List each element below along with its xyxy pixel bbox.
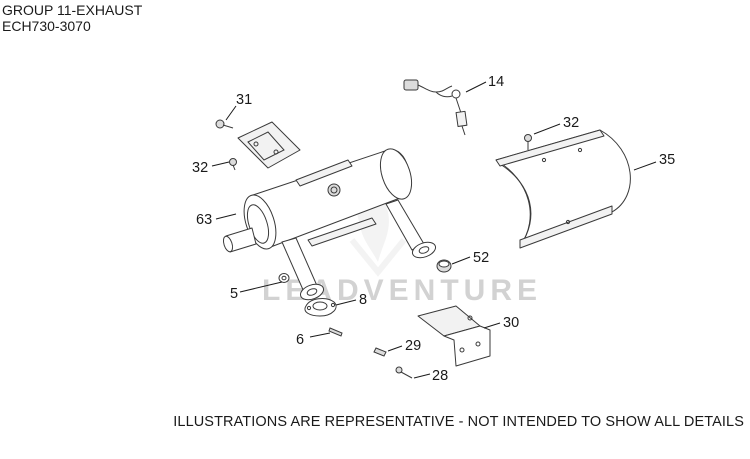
part-muffler[interactable]: [222, 145, 418, 253]
diagram-header: GROUP 11-EXHAUST ECH730-3070: [2, 2, 142, 34]
model-number: ECH730-3070: [2, 18, 91, 34]
part-muffler-inlet-pipe-right[interactable]: [385, 199, 438, 261]
part-support-bracket[interactable]: [417, 305, 491, 367]
part-bolt-32-right[interactable]: [524, 134, 532, 151]
part-o2-sensor[interactable]: [403, 79, 468, 136]
part-stud[interactable]: [328, 327, 343, 337]
part-bolt-32-left[interactable]: [229, 158, 237, 171]
part-mounting-plate[interactable]: [237, 121, 301, 169]
group-title: GROUP 11-EXHAUST: [2, 2, 143, 18]
part-plug[interactable]: [436, 259, 452, 273]
callout-52[interactable]: 52: [473, 250, 489, 266]
part-bolt-31[interactable]: [215, 119, 234, 129]
callout-63[interactable]: 63: [196, 212, 212, 228]
callout-32-right[interactable]: 32: [563, 115, 579, 131]
disclaimer-note: ILLUSTRATIONS ARE REPRESENTATIVE - NOT I…: [173, 414, 744, 430]
callout-29[interactable]: 29: [405, 338, 421, 354]
part-heat-shield[interactable]: [495, 129, 631, 249]
callout-6[interactable]: 6: [296, 332, 304, 348]
callout-35[interactable]: 35: [659, 152, 675, 168]
part-gasket[interactable]: [304, 298, 337, 317]
callout-14[interactable]: 14: [488, 74, 504, 90]
leader-lines: [211, 81, 657, 379]
callout-31[interactable]: 31: [236, 92, 252, 108]
part-pin[interactable]: [373, 347, 387, 357]
callout-28[interactable]: 28: [432, 368, 448, 384]
callout-30[interactable]: 30: [503, 315, 519, 331]
callout-5[interactable]: 5: [230, 286, 238, 302]
part-muffler-inlet-pipe-left[interactable]: [281, 237, 326, 303]
callout-32-left[interactable]: 32: [192, 160, 208, 176]
callout-8[interactable]: 8: [359, 292, 367, 308]
part-washer[interactable]: [278, 273, 290, 283]
part-bolt-28[interactable]: [395, 366, 413, 379]
